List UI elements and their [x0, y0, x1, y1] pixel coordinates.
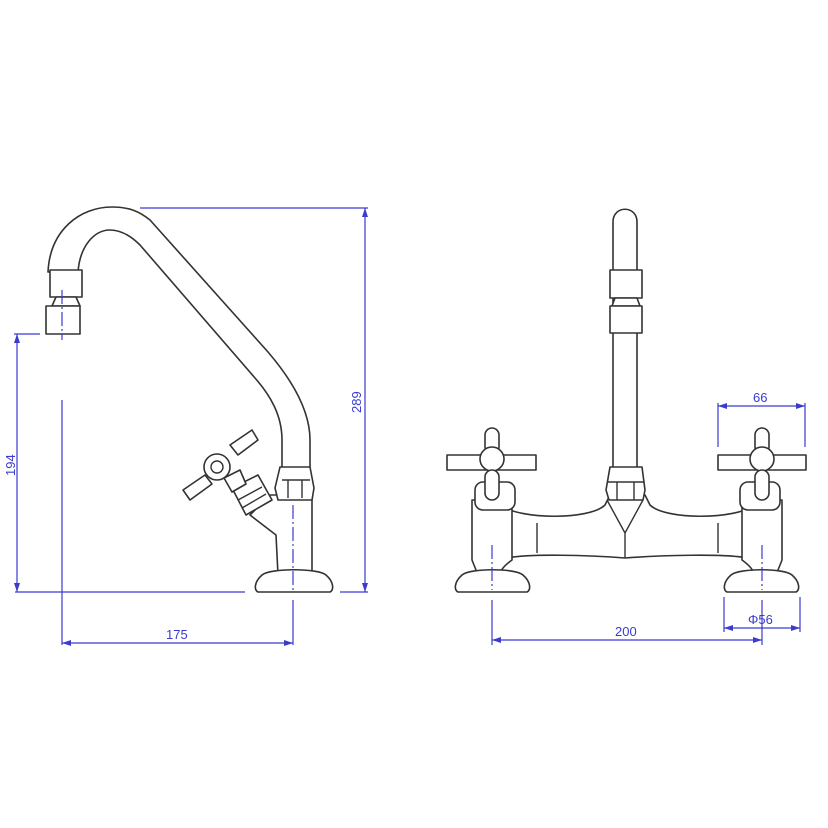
base [254, 569, 334, 593]
handle-arm-lower [182, 474, 213, 501]
aerator-bottom [45, 305, 81, 335]
dim-66: 66 [753, 390, 767, 405]
handle-arm-upper [229, 429, 259, 456]
aerator-neck [51, 296, 81, 307]
dim-289: 289 [349, 391, 364, 413]
spout [47, 206, 311, 471]
handle-hub [203, 453, 231, 481]
aerator-top [49, 269, 83, 298]
riser-collar-bottom [609, 305, 643, 334]
spout-riser [612, 208, 638, 471]
front-view-dimensions: 66 200 Φ56 [491, 390, 806, 645]
front-view-faucet [446, 208, 807, 593]
dim-200: 200 [615, 624, 637, 639]
side-view-faucet [45, 206, 334, 593]
dim-194: 194 [3, 454, 18, 476]
right-valve [717, 427, 807, 593]
collar [274, 466, 315, 501]
left-valve [446, 427, 537, 593]
dim-diameter-56: Φ56 [748, 612, 773, 627]
side-view-dimensions: 289 194 175 [3, 207, 368, 646]
riser-collar-top [609, 269, 643, 299]
dim-175: 175 [166, 627, 188, 642]
riser-nut [605, 466, 646, 501]
